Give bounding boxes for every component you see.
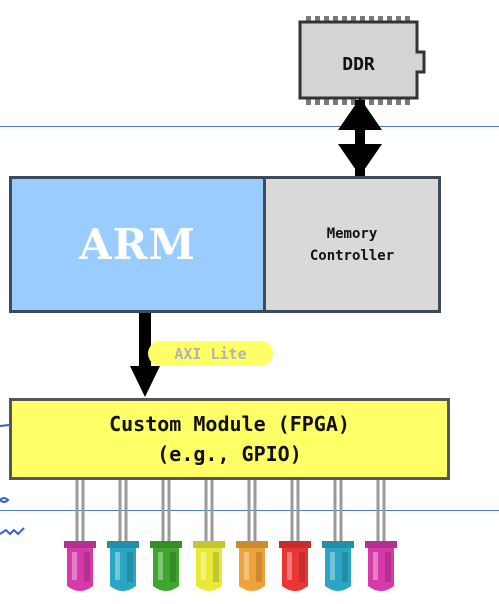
memory-controller-block: Memory Controller: [263, 176, 441, 313]
led-7-icon: [322, 480, 354, 591]
led-1-icon: [64, 480, 96, 591]
arm-block: ARM: [9, 176, 266, 313]
memory-controller-line2: Controller: [309, 247, 395, 264]
ddr-pin: [333, 96, 338, 105]
ddr-pin: [360, 16, 365, 24]
ddr-pin: [396, 96, 401, 105]
annotation-scribble-1: [0, 497, 10, 503]
led-6-icon: [279, 480, 311, 591]
ddr-pin: [315, 16, 320, 24]
ddr-pin: [333, 16, 338, 24]
fpga-line1: Custom Module (FPGA): [109, 412, 350, 436]
fpga-block: Custom Module (FPGA) (e.g., GPIO): [9, 398, 450, 480]
ddr-memory-arrow: [338, 98, 382, 176]
arm-label: ARM: [79, 220, 196, 269]
ddr-pin: [342, 16, 347, 24]
ddr-pin: [306, 16, 311, 24]
ddr-pin: [405, 16, 410, 24]
led-8-icon: [365, 480, 397, 591]
led-3-icon: [150, 480, 182, 591]
led-4-icon: [193, 480, 225, 591]
ddr-pin: [306, 96, 311, 105]
ddr-pin: [387, 96, 392, 105]
ddr-pin: [351, 96, 356, 105]
ddr-pin: [324, 16, 329, 24]
fpga-line2: (e.g., GPIO): [157, 442, 302, 466]
ddr-chip-icon: [298, 16, 426, 105]
axi-lite-label: AXI Lite: [148, 341, 273, 366]
ddr-pin: [315, 96, 320, 105]
ddr-pin: [351, 16, 356, 24]
guide-line-top: [0, 126, 499, 127]
ddr-pin: [378, 96, 383, 105]
led-5-icon: [236, 480, 268, 591]
annotation-scribble-2: [0, 527, 25, 536]
ddr-pin: [396, 16, 401, 24]
ddr-pin: [369, 96, 374, 105]
ddr-pin: [405, 96, 410, 105]
memory-controller-line1: Memory: [326, 225, 378, 242]
ddr-label: DDR: [342, 53, 375, 75]
ddr-pin: [387, 16, 392, 24]
ddr-pin: [324, 96, 329, 105]
ddr-pin: [369, 16, 374, 24]
ddr-pin: [342, 96, 347, 105]
led-2-icon: [107, 480, 139, 591]
ddr-pin: [378, 16, 383, 24]
led-row: [64, 480, 397, 591]
